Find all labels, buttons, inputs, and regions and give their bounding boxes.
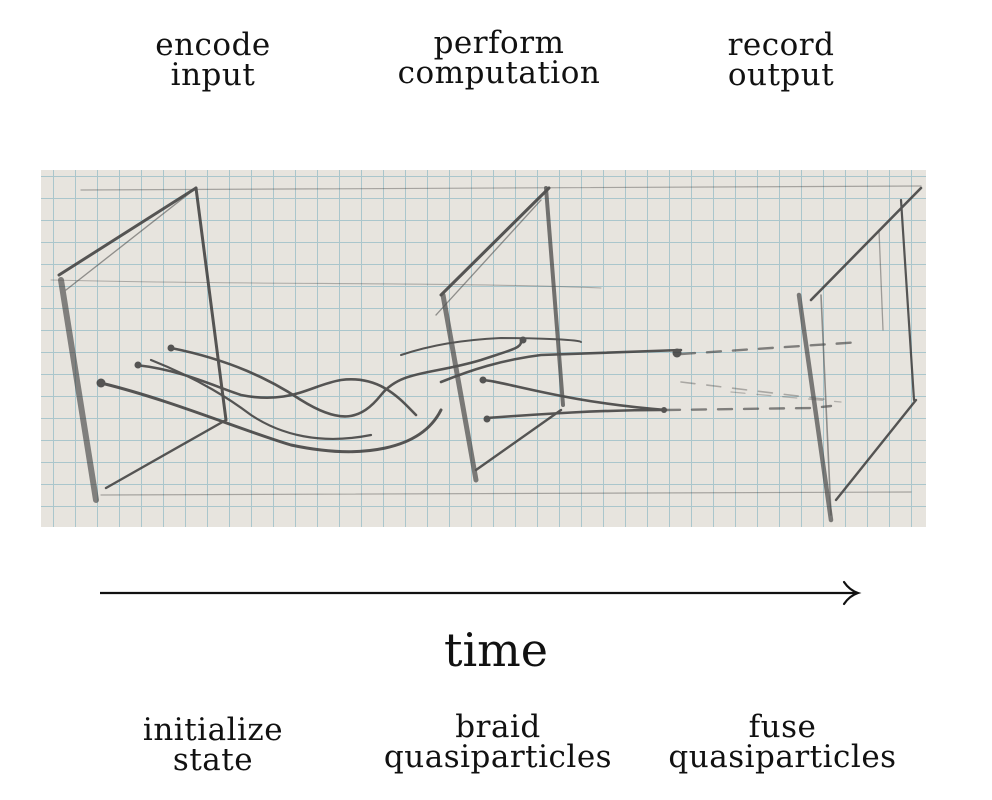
label-perform-line2: computation: [397, 55, 601, 91]
right-time-slice: [796, 186, 923, 523]
label-fuse-quasiparticles: fuse quasiparticles: [650, 709, 915, 775]
quasiparticle-worldlines: [99, 337, 683, 454]
guide-line-upper: [50, 279, 602, 289]
label-braid-quasiparticles: braid quasiparticles: [362, 709, 634, 775]
dashed-worldlines: [664, 340, 863, 412]
quasiparticle-endpoints: [96, 336, 682, 423]
label-initialize-line1: initialize: [142, 712, 284, 748]
label-encode-line1: encode: [155, 27, 271, 63]
label-record-output: record output: [705, 27, 857, 93]
label-encode-line2: input: [170, 57, 256, 93]
label-perform-computation: perform computation: [370, 25, 628, 91]
label-record-line1: record: [727, 27, 835, 63]
label-braid-line1: braid: [455, 709, 541, 745]
guide-line-top: [80, 185, 922, 191]
time-arrow: [100, 580, 862, 606]
pencil-sketch-graph-paper: [41, 170, 926, 527]
label-encode-input: encode input: [138, 27, 288, 93]
braid-sketch-drawing: [50, 185, 923, 523]
label-initialize-line2: state: [172, 742, 254, 778]
left-time-slice: [57, 186, 228, 503]
label-initialize-state: initialize state: [118, 712, 308, 778]
label-fuse-line2: quasiparticles: [668, 739, 897, 775]
guide-line-lower: [100, 491, 912, 496]
label-fuse-line1: fuse: [748, 709, 817, 745]
label-braid-line2: quasiparticles: [383, 739, 613, 775]
label-record-line2: output: [727, 57, 835, 93]
label-perform-line1: perform: [433, 25, 565, 61]
middle-time-slice: [435, 186, 565, 483]
time-axis-label: time: [443, 623, 549, 677]
